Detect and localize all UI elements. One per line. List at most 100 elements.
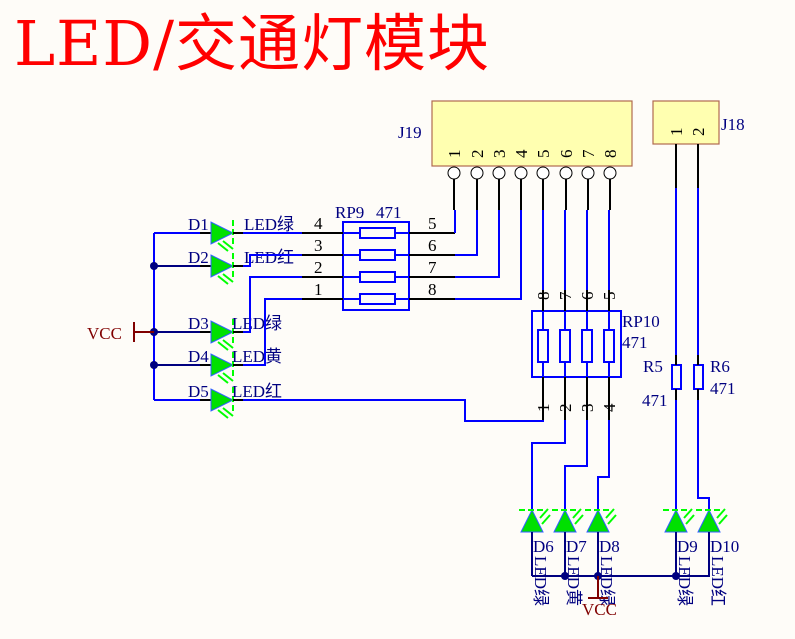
rp10-pin-number: 1: [534, 404, 553, 413]
pin-terminal: [447, 166, 461, 180]
page-title: LED/交通灯模块: [14, 7, 491, 80]
rp10-ref: RP10: [622, 312, 660, 331]
j19-pin-number: 5: [534, 150, 553, 159]
rp9-pin-number: 4: [314, 214, 323, 233]
rp10-pin-number: 4: [600, 403, 619, 412]
rp9-pin-number: 1: [314, 280, 323, 299]
rp9-pin-number: 5: [428, 214, 437, 233]
led-triangle: [520, 508, 544, 533]
connector-j19-body: [431, 100, 633, 167]
led-triangle: [210, 320, 235, 344]
led-ray: [217, 242, 229, 252]
rp10-pin-number: 7: [556, 291, 575, 300]
resistor-element: [603, 329, 615, 363]
resistor-element: [359, 293, 396, 305]
pin-terminal: [492, 166, 506, 180]
j18-pin-number: 1: [667, 128, 686, 137]
rp9-pin-number: 3: [314, 236, 323, 255]
led-ray: [222, 273, 234, 283]
rp9-pin-number: 2: [314, 258, 323, 277]
resistor-element: [559, 329, 571, 363]
pin-terminal: [514, 166, 528, 180]
led-label: LED绿: [531, 556, 550, 606]
led-triangle: [210, 254, 235, 278]
pin-terminal: [536, 166, 550, 180]
led-label: LED黄: [564, 556, 583, 606]
rp9-pin-number: 8: [428, 280, 437, 299]
pin-terminal: [559, 166, 573, 180]
j19-pin-number: 4: [512, 149, 531, 158]
wire: [455, 210, 478, 256]
r5-body: [671, 364, 682, 390]
rp10-value: 471: [622, 333, 648, 352]
led-ray: [607, 514, 617, 525]
pin-terminal: [581, 166, 595, 180]
led-label: LED绿: [675, 556, 694, 606]
led-triangle: [210, 353, 235, 377]
led-ray: [572, 508, 582, 519]
rp10-pin-number: 8: [534, 292, 553, 301]
wire: [243, 399, 544, 422]
pin-terminal: [470, 166, 484, 180]
j18-pin-number: 2: [689, 128, 708, 137]
led-ray: [222, 240, 234, 250]
connector-j18-ref: J18: [721, 115, 745, 134]
r6-ref: R6: [710, 357, 730, 376]
led-ray: [217, 275, 229, 285]
led-ref: D10: [710, 537, 739, 556]
led-label: LED红: [244, 248, 294, 267]
resistor-element: [537, 329, 549, 363]
wire: [455, 210, 500, 278]
resistor-r6[interactable]: R6 471: [693, 357, 736, 398]
vcc-label-left: VCC: [87, 324, 122, 343]
led-label: LED红: [708, 556, 727, 606]
led-ray: [222, 407, 234, 417]
junction-dot: [561, 572, 569, 580]
led-triangle: [586, 508, 610, 533]
led-ref: D8: [599, 537, 620, 556]
rp10-pin-number: 2: [556, 404, 575, 413]
vcc-label-bottom: VCC: [582, 600, 617, 619]
led-triangle: [664, 508, 688, 533]
led-ray: [217, 341, 229, 351]
led-label: LED绿: [597, 556, 616, 606]
rp9-pin-number: 6: [428, 236, 437, 255]
led-label: LED绿: [232, 314, 282, 333]
r5-value: 471: [642, 391, 668, 410]
wire: [243, 276, 302, 333]
led-label: LED绿: [244, 215, 294, 234]
j19-pin-number: 8: [601, 150, 620, 159]
r5-ref: R5: [643, 357, 663, 376]
led-ray: [217, 409, 229, 419]
j19-pin-number: 7: [579, 149, 598, 158]
led-ref: D6: [533, 537, 554, 556]
led-d2[interactable]: D2 LED红: [188, 248, 294, 285]
led-ref: D2: [188, 248, 209, 267]
led-ray: [605, 508, 615, 519]
led-ray: [217, 374, 229, 384]
pin-terminal: [603, 166, 617, 180]
rp9-pin-number: 7: [428, 258, 437, 277]
rp9-ref: RP9: [335, 203, 364, 222]
led-ray: [685, 514, 695, 525]
resistor-element: [359, 249, 396, 261]
rp10-pin-number: 6: [578, 292, 597, 301]
led-label: LED红: [232, 382, 282, 401]
wire: [243, 254, 302, 267]
led-ray: [718, 514, 728, 525]
rp10-pin-number: 3: [578, 404, 597, 413]
